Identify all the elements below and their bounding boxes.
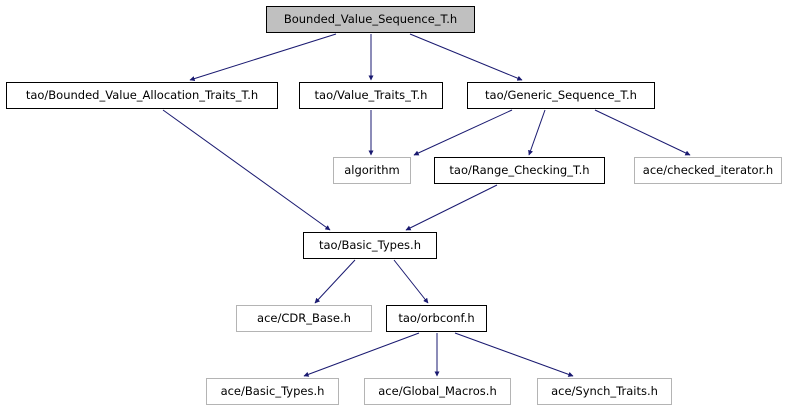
graph-edge-gs-to-algorithm [413,109,513,156]
graph-node-label: tao/Basic_Types.h [318,237,421,252]
graph-node-rc[interactable]: tao/Range_Checking_T.h [434,157,605,184]
graph-edge-gs-to-ci [594,109,691,156]
graph-edge-gs-to-rc [528,109,546,156]
graph-edge-orbconf-to-st [454,332,574,377]
graph-node-bt[interactable]: tao/Basic_Types.h [303,232,437,259]
graph-edge-root-to-gs [409,33,523,81]
graph-edge-bt-to-orbconf [393,259,429,304]
graph-edge-bvat-to-bt [162,109,331,231]
graph-node-label: tao/Value_Traits_T.h [314,87,428,102]
graph-node-label: ace/CDR_Base.h [257,310,351,325]
graph-node-bvat[interactable]: tao/Bounded_Value_Allocation_Traits_T.h [6,82,278,109]
graph-node-orbconf[interactable]: tao/orbconf.h [386,305,487,332]
graph-edge-bt-to-cdr [314,259,356,304]
graph-edge-root-to-bvat [189,33,337,82]
graph-node-gs[interactable]: tao/Generic_Sequence_T.h [467,82,655,109]
graph-node-root[interactable]: Bounded_Value_Sequence_T.h [266,6,475,33]
graph-node-ci[interactable]: ace/checked_iterator.h [634,157,782,184]
graph-node-label: tao/orbconf.h [398,310,475,325]
graph-node-algorithm[interactable]: algorithm [333,157,411,184]
graph-node-cdr[interactable]: ace/CDR_Base.h [236,305,372,332]
graph-edge-rc-to-bt [405,184,498,231]
graph-node-aceBT[interactable]: ace/Basic_Types.h [206,378,339,405]
graph-node-label: tao/Generic_Sequence_T.h [485,87,637,102]
graph-node-st[interactable]: ace/Synch_Traits.h [537,378,672,405]
graph-node-vt[interactable]: tao/Value_Traits_T.h [299,82,443,109]
graph-node-label: ace/checked_iterator.h [642,162,774,177]
graph-node-label: ace/Synch_Traits.h [551,383,658,398]
graph-node-label: tao/Range_Checking_T.h [449,162,590,177]
graph-node-gm[interactable]: ace/Global_Macros.h [364,378,511,405]
graph-node-label: algorithm [344,162,400,177]
graph-node-label: ace/Global_Macros.h [378,383,497,398]
graph-node-label: tao/Bounded_Value_Allocation_Traits_T.h [25,87,259,102]
graph-node-label: Bounded_Value_Sequence_T.h [283,11,458,26]
graph-node-label: ace/Basic_Types.h [220,383,325,398]
graph-edge-orbconf-to-aceBT [303,332,420,377]
